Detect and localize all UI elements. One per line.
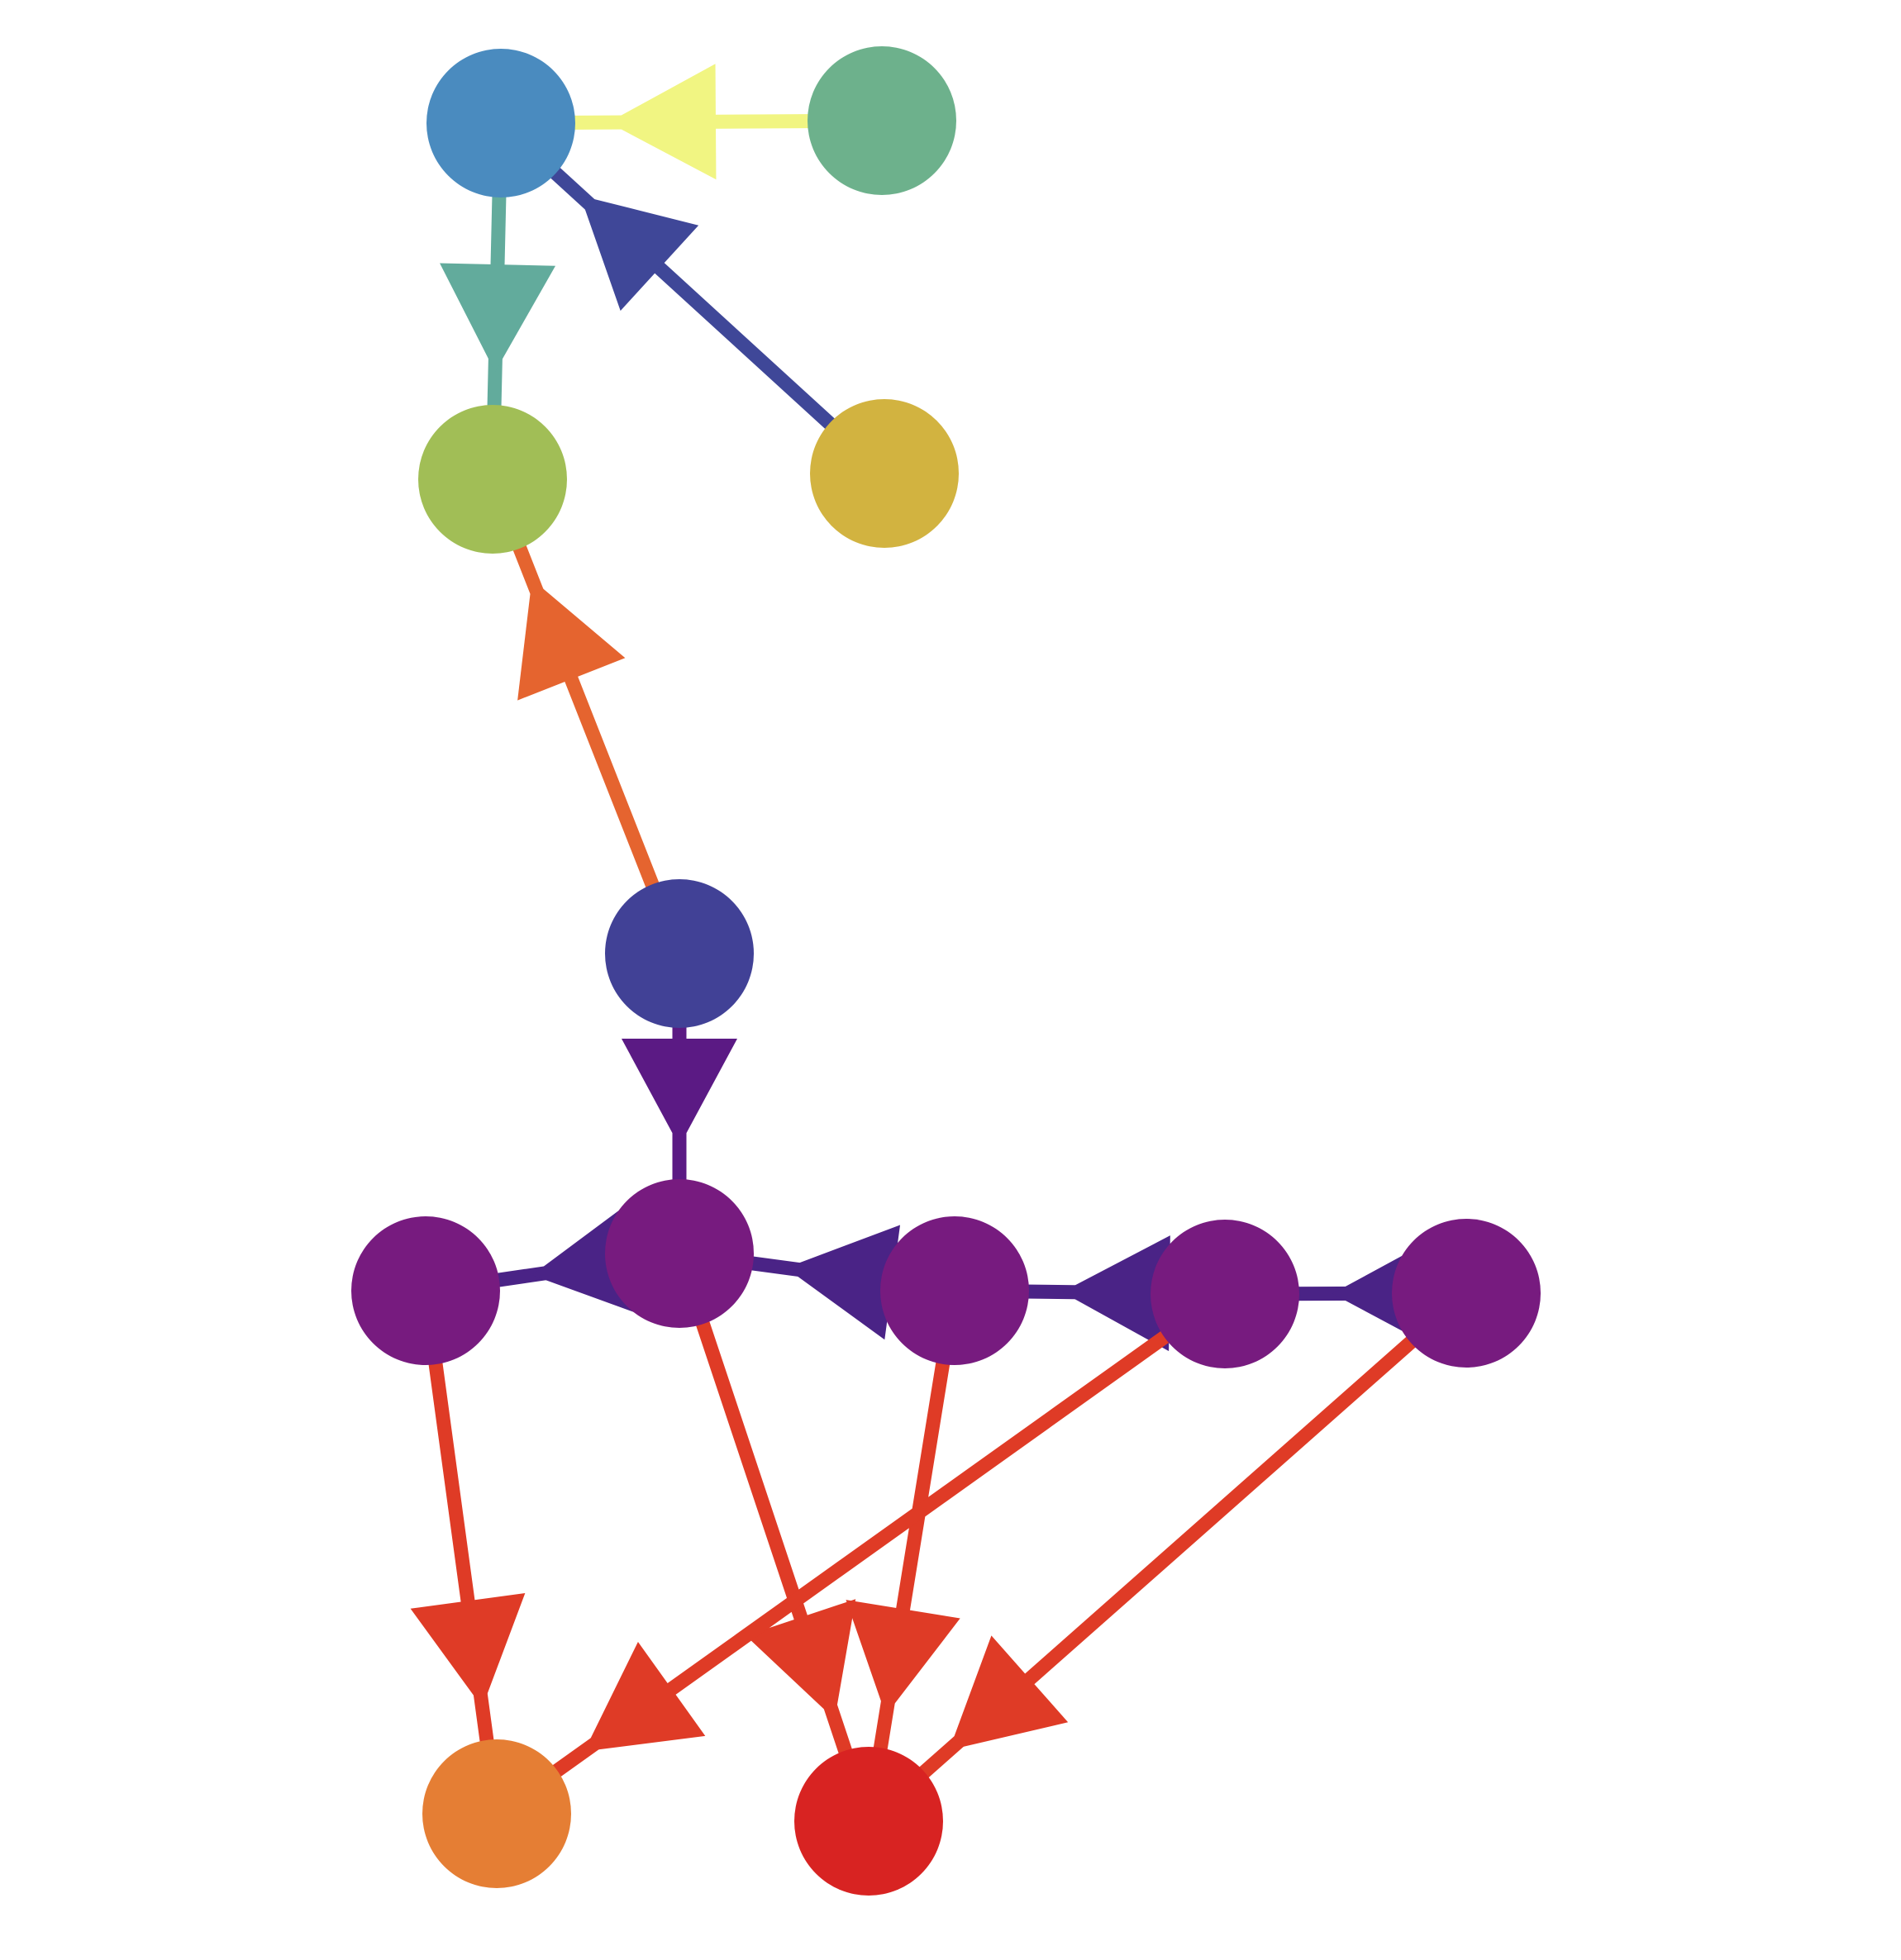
arrowhead-icon [410,1592,526,1708]
graph-node-n12 [794,1747,943,1896]
arrowhead-icon [440,263,556,373]
graph-node-n5 [605,879,754,1028]
edge-n6-to-n11 [410,1289,526,1815]
edge-line [672,1251,876,1824]
nodes-layer [351,46,1541,1896]
edge-n4-to-n1 [496,117,889,479]
arrowhead-icon [949,1635,1069,1750]
graph-node-n6 [351,1216,500,1365]
graph-node-n7 [605,1179,754,1328]
graph-node-n11 [422,1739,571,1888]
edge-n5-to-n3 [486,476,686,957]
edge-line [496,117,889,479]
edge-n7-to-n12 [672,1251,876,1824]
arrowhead-icon [607,64,717,180]
edge-line [486,476,686,957]
edge-n9-to-n11 [493,1288,1229,1820]
arrowhead-icon [622,1039,737,1146]
arrowhead-icon [1061,1235,1170,1352]
arrowhead-icon [846,1600,960,1715]
arrowhead-icon [785,1225,901,1340]
graph-node-n9 [1151,1220,1299,1368]
graph-node-n2 [808,46,956,195]
edges-layer [410,64,1471,1827]
arrowhead-icon [517,578,626,701]
graph-node-n1 [426,49,575,197]
graph-node-n3 [418,405,567,554]
graph-node-n10 [1392,1219,1541,1368]
arrowhead-icon [584,1641,706,1752]
graph-node-n4 [810,399,959,548]
edge-line [418,1289,504,1815]
edge-n8-to-n12 [846,1289,962,1823]
arrowhead-icon [579,195,699,312]
edge-line [861,1289,962,1823]
edge-n10-to-n12 [864,1287,1471,1827]
graph-node-n8 [880,1216,1029,1365]
arrowhead-icon [746,1599,856,1720]
